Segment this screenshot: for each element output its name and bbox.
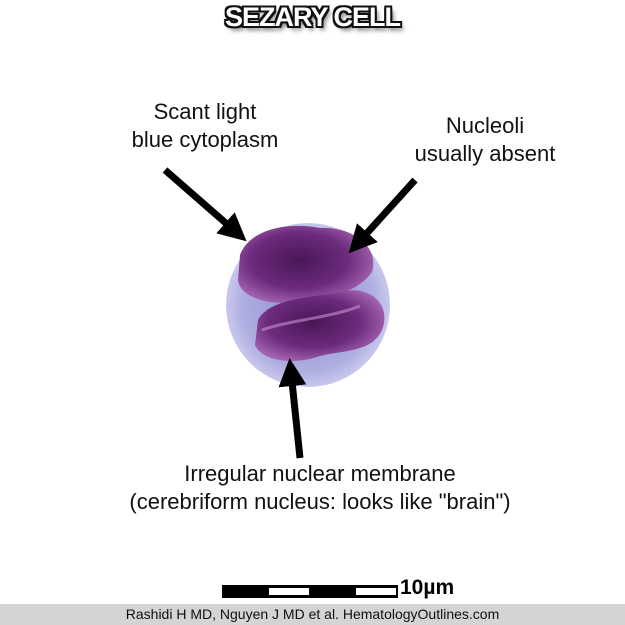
label-line: (cerebriform nucleus: looks like "brain"… [129,489,511,514]
label-cytoplasm: Scant light blue cytoplasm [100,98,310,154]
label-membrane: Irregular nuclear membrane (cerebriform … [60,460,580,516]
label-line: Irregular nuclear membrane [184,461,456,486]
credit-footer: Rashidi H MD, Nguyen J MD et al. Hematol… [0,604,625,625]
label-line: blue cytoplasm [131,127,279,152]
nucleus-upper-lobe [238,225,374,304]
label-nucleoli: Nucleoli usually absent [385,112,585,168]
scale-bar-label: 10µm [400,576,455,599]
arrow-membrane [278,358,307,459]
page-title: SEZARY CELL [224,2,401,32]
label-line: Scant light [153,99,257,124]
label-line: usually absent [414,141,556,166]
scale-bar [222,585,398,598]
arrow-nucleoli [348,177,418,254]
label-line: Nucleoli [445,113,525,138]
arrow-cytoplasm [162,167,247,242]
